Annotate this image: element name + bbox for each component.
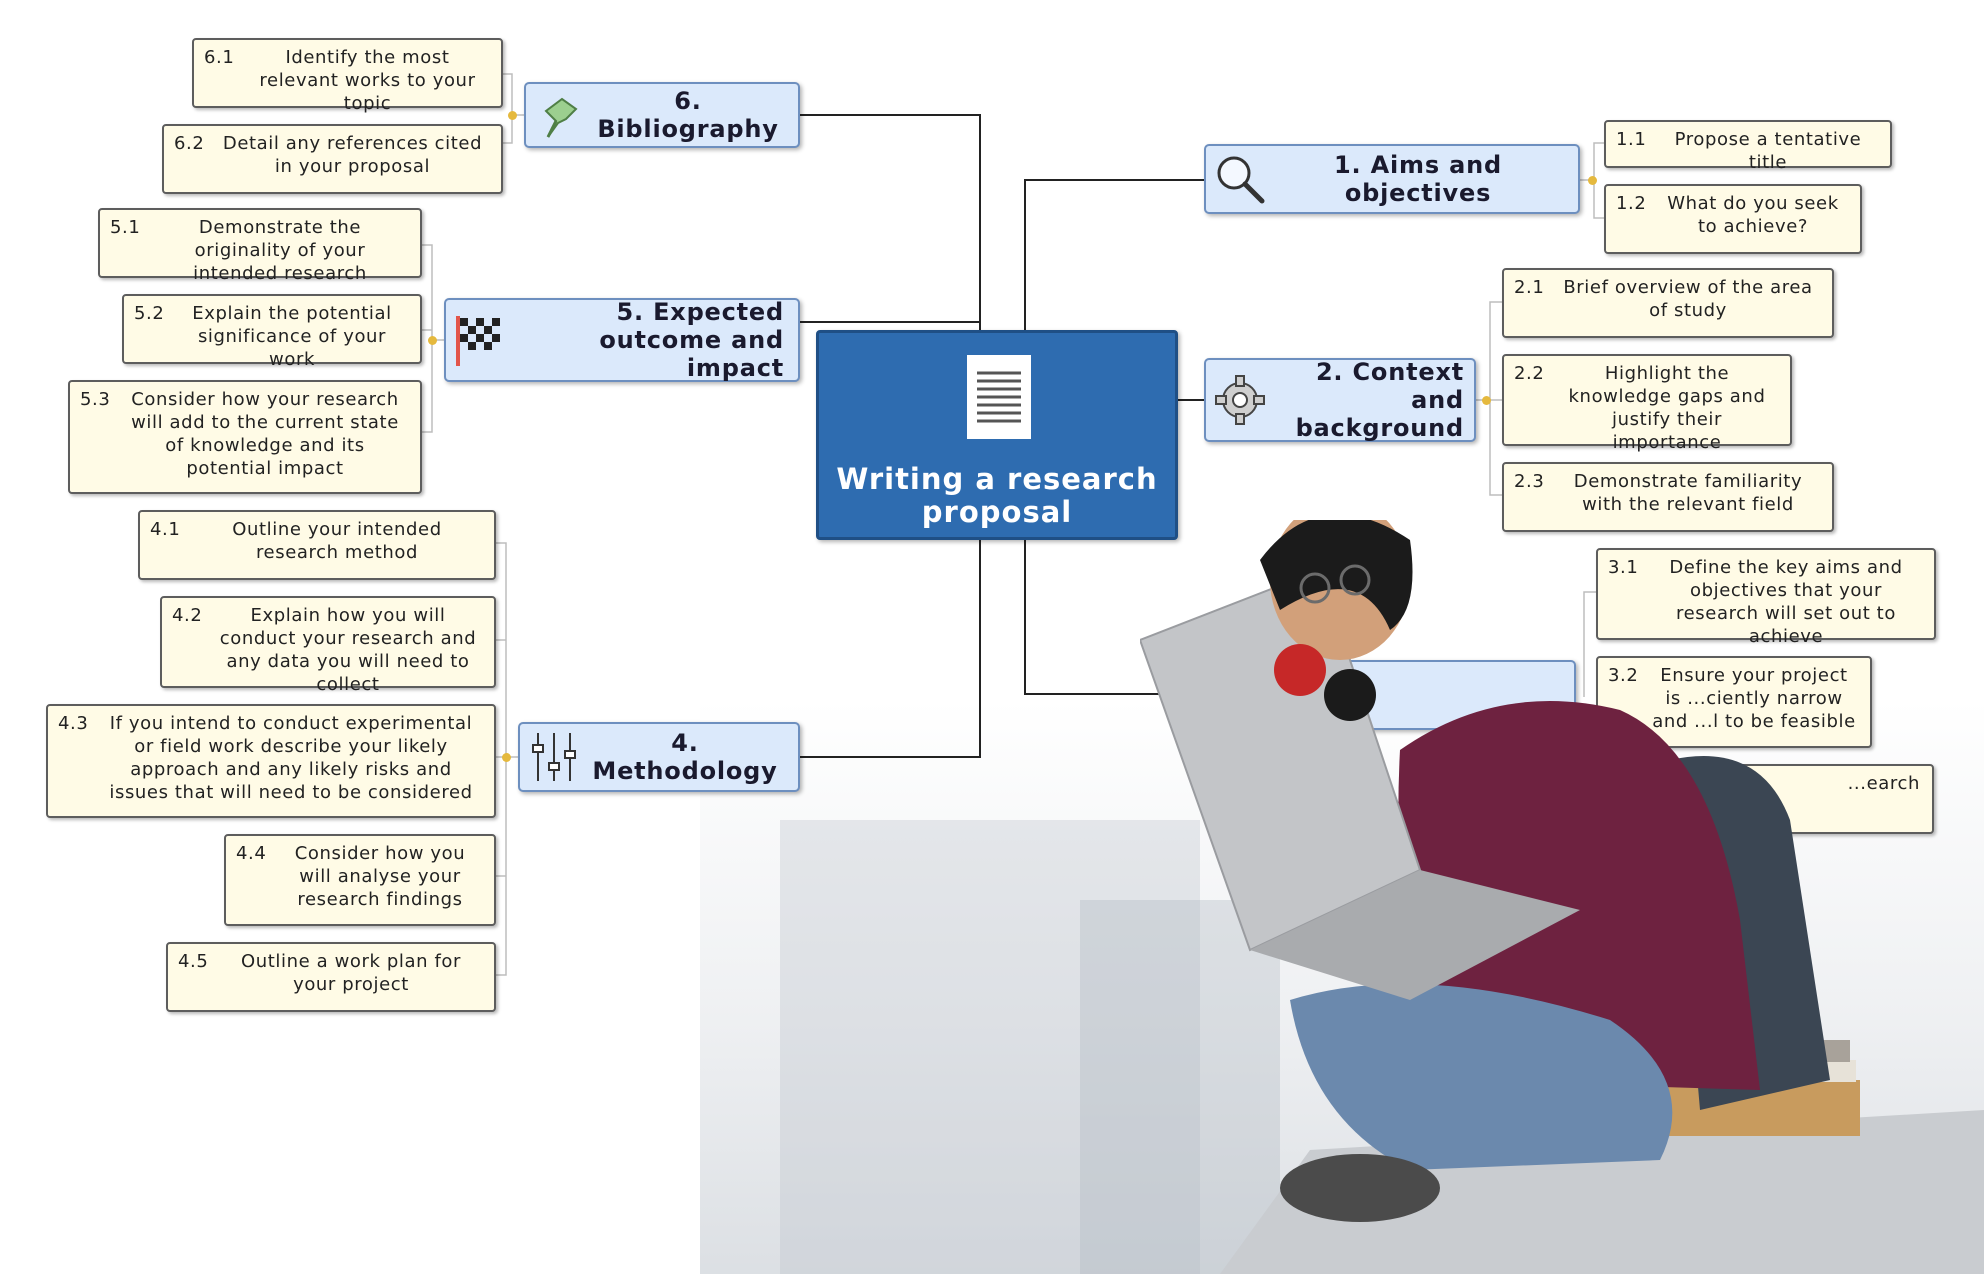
sliders-icon (526, 729, 582, 785)
leaf-1-1[interactable]: 1.1 Propose a tentative title (1604, 120, 1892, 168)
gear-icon (1212, 372, 1268, 428)
leaf-2-2[interactable]: 2.2 Highlight the knowledge gaps and jus… (1502, 354, 1792, 446)
junction-dot (1588, 176, 1597, 185)
branch-expected-outcome[interactable]: 5. Expected outcome and impact (444, 298, 800, 382)
document-icon (967, 355, 1031, 439)
leaf-4-1[interactable]: 4.1 Outline your intended research metho… (138, 510, 496, 580)
leaf-4-5[interactable]: 4.5 Outline a work plan for your project (166, 942, 496, 1012)
branch-label: 4. Methodology (582, 729, 798, 785)
leaf-4-2[interactable]: 4.2 Explain how you will conduct your re… (160, 596, 496, 688)
branch-methodology[interactable]: 4. Methodology (518, 722, 800, 792)
junction-dot (502, 753, 511, 762)
pushpin-icon (532, 87, 588, 143)
branch-label: 2. Context and background (1268, 358, 1474, 442)
student-photo (1140, 520, 1984, 1274)
leaf-6-2[interactable]: 6.2 Detail any references cited in your … (162, 124, 503, 194)
leaf-1-2[interactable]: 1.2 What do you seek to achieve? (1604, 184, 1862, 254)
leaf-4-4[interactable]: 4.4 Consider how you will analyse your r… (224, 834, 496, 926)
checkered-flag-icon (452, 312, 508, 368)
leaf-5-1[interactable]: 5.1 Demonstrate the originality of your … (98, 208, 422, 278)
junction-dot (428, 336, 437, 345)
junction-dot (1482, 396, 1491, 405)
leaf-5-2[interactable]: 5.2 Explain the potential significance o… (122, 294, 422, 364)
central-topic-title: Writing a research proposal (819, 463, 1175, 529)
branch-label: 6. Bibliography (588, 87, 798, 143)
branch-bibliography[interactable]: 6. Bibliography (524, 82, 800, 148)
branch-label: 5. Expected outcome and impact (508, 298, 798, 382)
magnifier-icon (1212, 151, 1268, 207)
branch-aims-objectives[interactable]: 1. Aims and objectives (1204, 144, 1580, 214)
leaf-6-1[interactable]: 6.1 Identify the most relevant works to … (192, 38, 503, 108)
leaf-5-3[interactable]: 5.3 Consider how your research will add … (68, 380, 422, 494)
leaf-2-1[interactable]: 2.1 Brief overview of the area of study (1502, 268, 1834, 338)
junction-dot (508, 111, 517, 120)
branch-label: 1. Aims and objectives (1268, 151, 1578, 207)
leaf-4-3[interactable]: 4.3 If you intend to conduct experimenta… (46, 704, 496, 818)
branch-context-background[interactable]: 2. Context and background (1204, 358, 1476, 442)
central-topic[interactable]: Writing a research proposal (816, 330, 1178, 540)
